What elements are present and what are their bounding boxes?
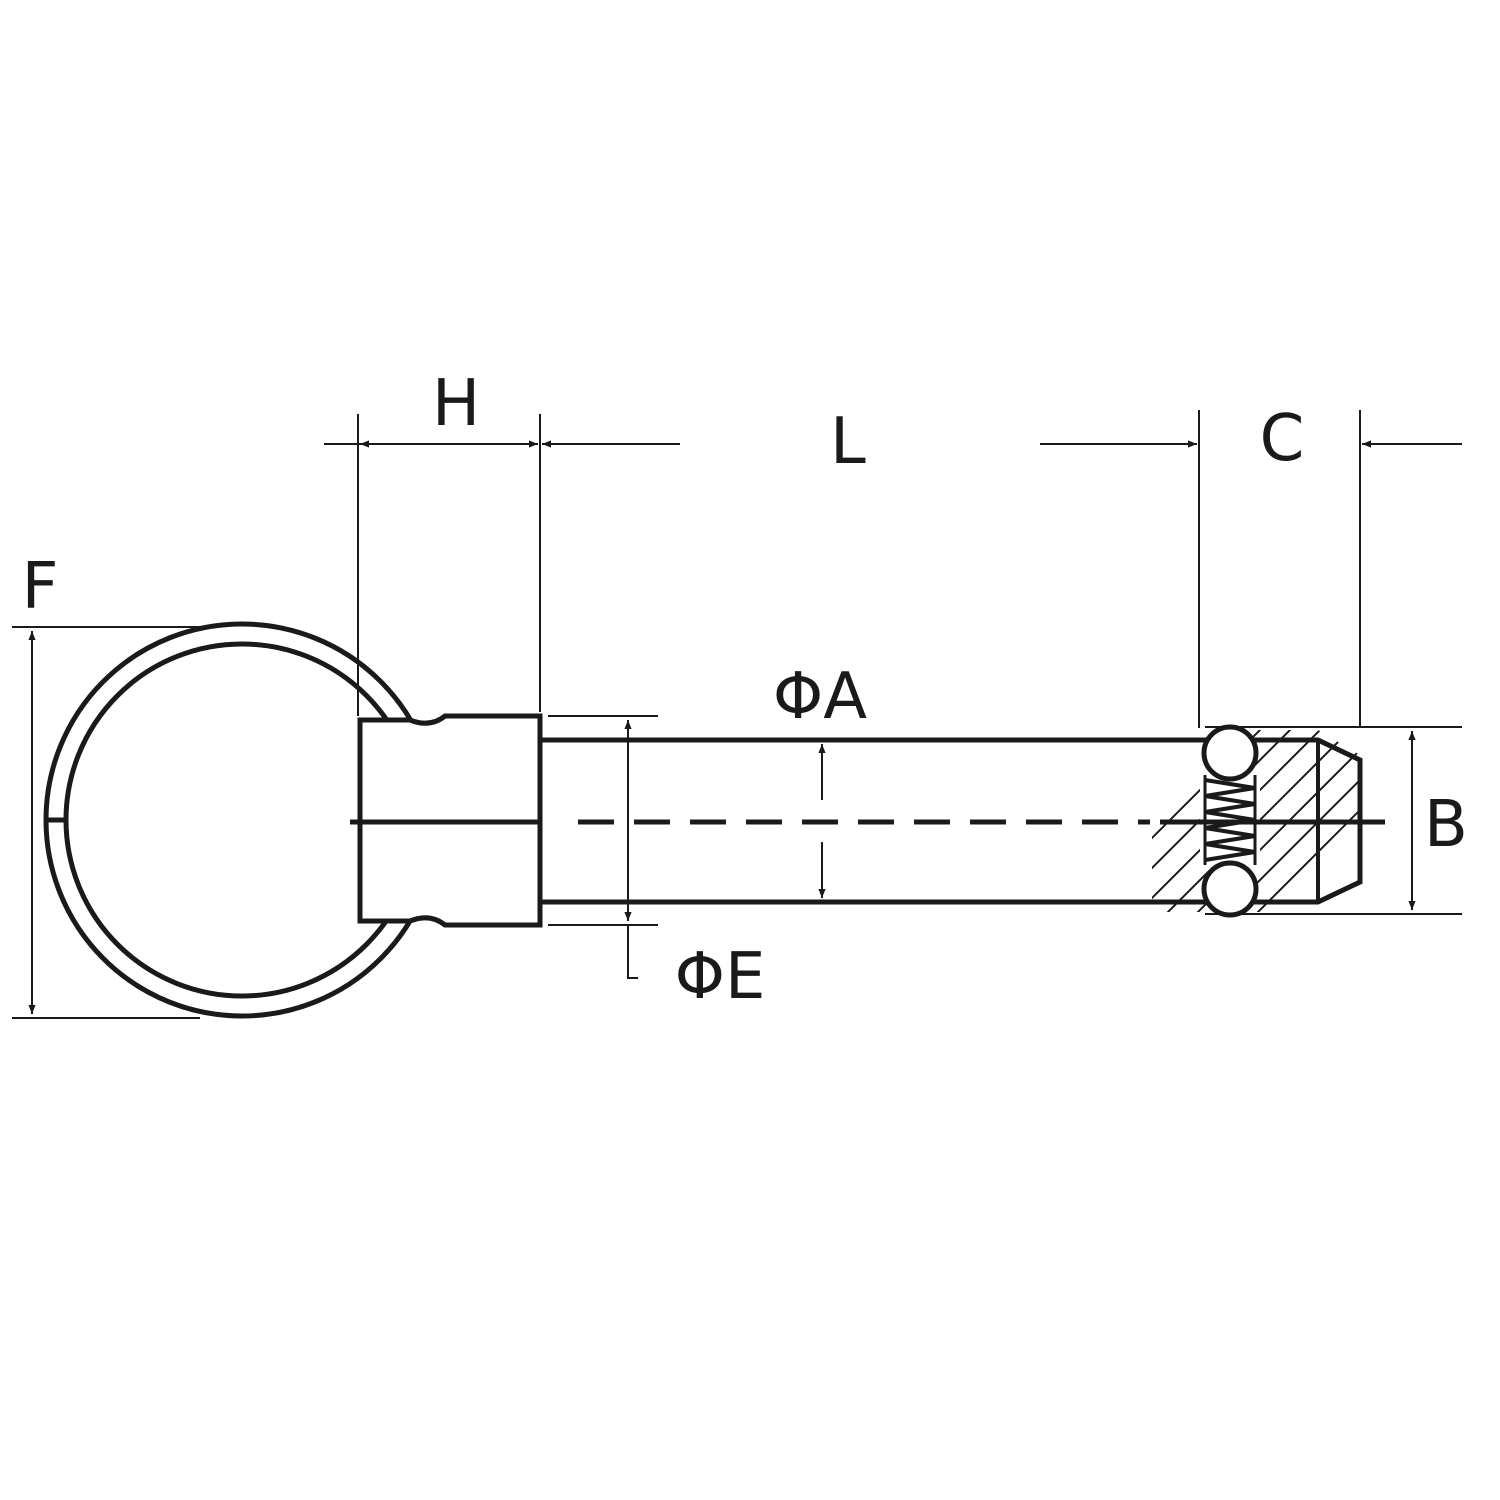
label-A: ΦA (773, 660, 867, 734)
lock-ball-bottom (1201, 860, 1259, 918)
dimension-lines (28, 440, 1462, 1014)
lock-ball-top (1201, 724, 1259, 782)
label-B: B (1424, 788, 1468, 862)
label-E: ΦE (675, 940, 766, 1014)
label-F: F (22, 550, 59, 624)
extension-lines (12, 410, 1462, 1019)
label-H: H (432, 367, 480, 441)
label-L: L (830, 405, 866, 479)
pin-shaft (540, 737, 1205, 905)
label-C: C (1260, 402, 1305, 476)
